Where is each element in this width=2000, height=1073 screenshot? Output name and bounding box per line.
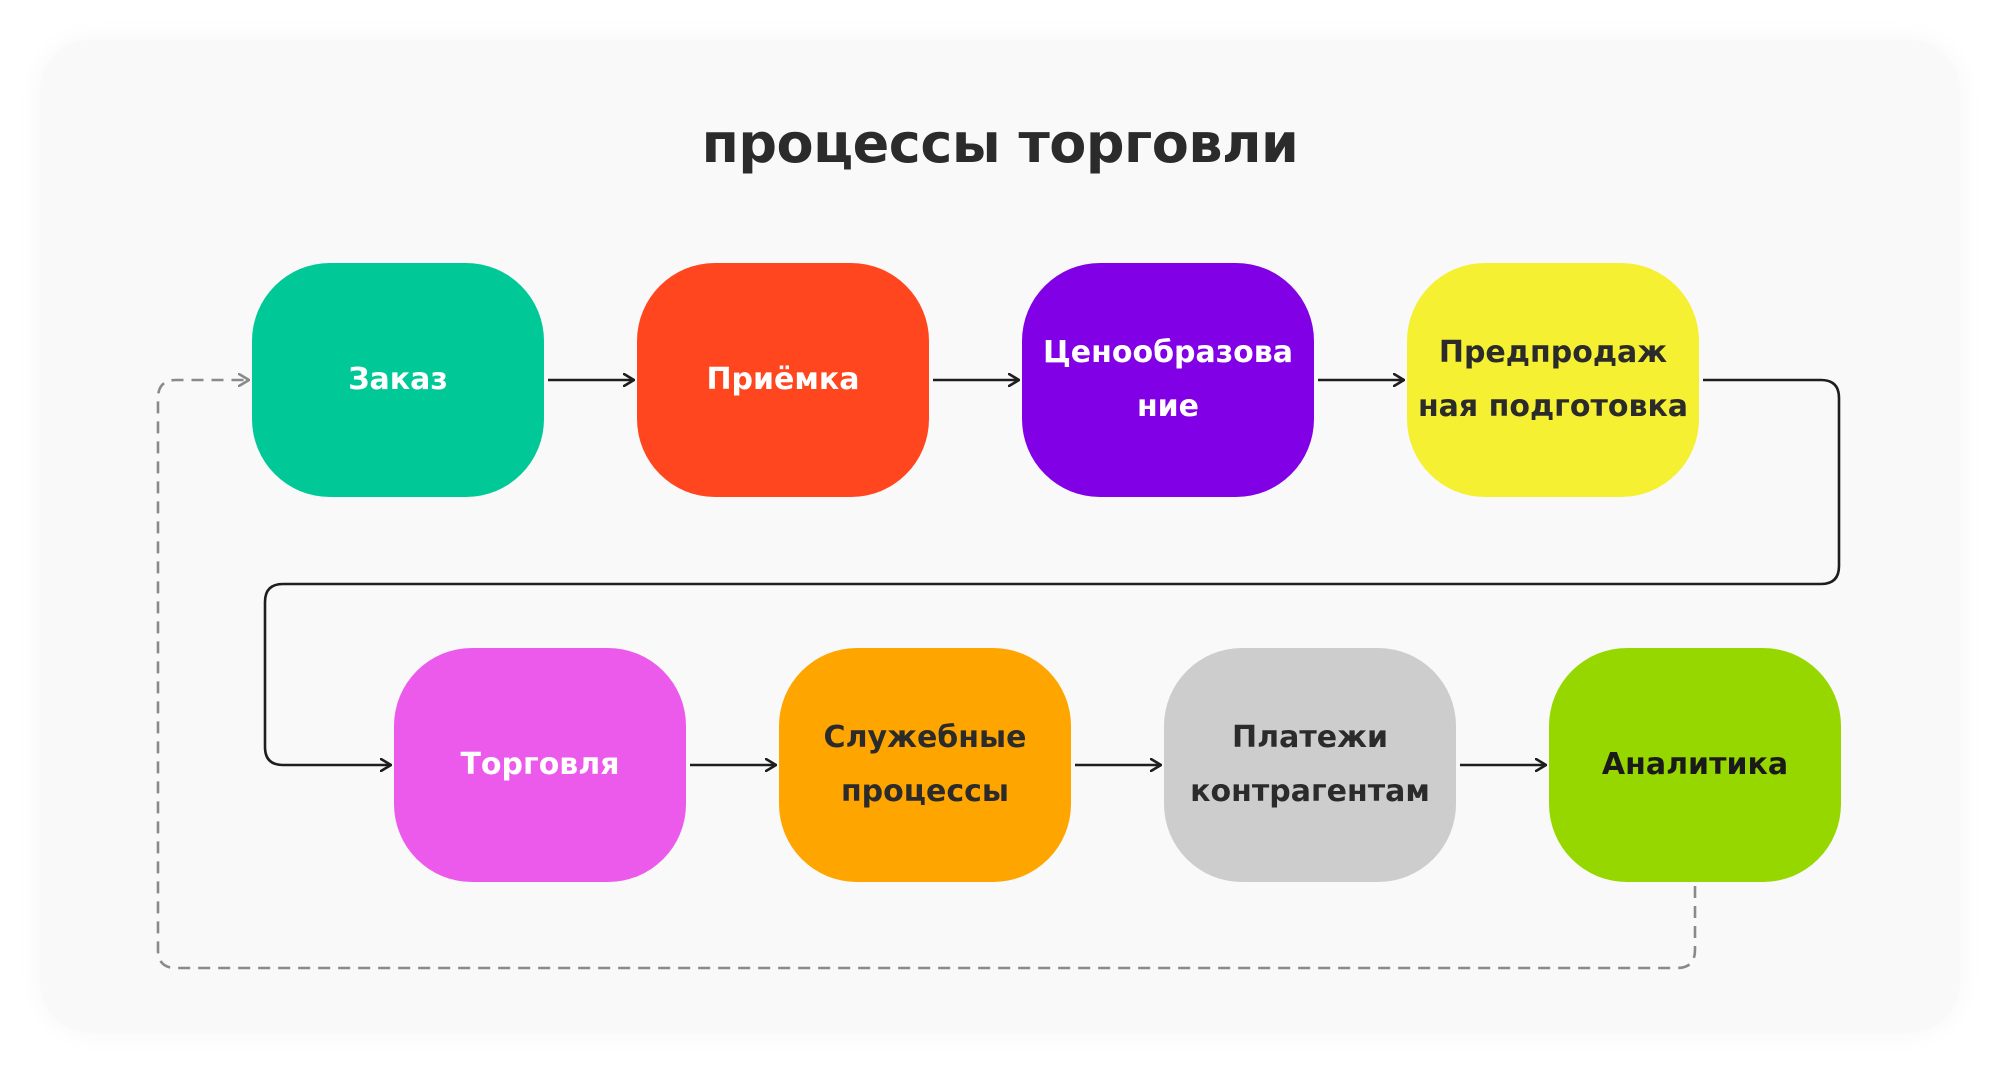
node-analytics-label: Аналитика <box>1601 747 1789 782</box>
node-analytics: Аналитика <box>1549 648 1841 882</box>
node-order-label: Заказ <box>348 362 448 397</box>
node-acceptance: Приёмка <box>637 263 929 497</box>
node-acceptance-label: Приёмка <box>706 362 860 397</box>
node-trading-label: Торговля <box>460 747 620 782</box>
node-order: Заказ <box>252 263 544 497</box>
edge-n4-n5 <box>263 378 1841 765</box>
edge-n8-n1-feedback <box>156 380 1697 970</box>
node-trading: Торговля <box>394 648 686 882</box>
diagram-title: процессы торговли <box>701 112 1299 175</box>
